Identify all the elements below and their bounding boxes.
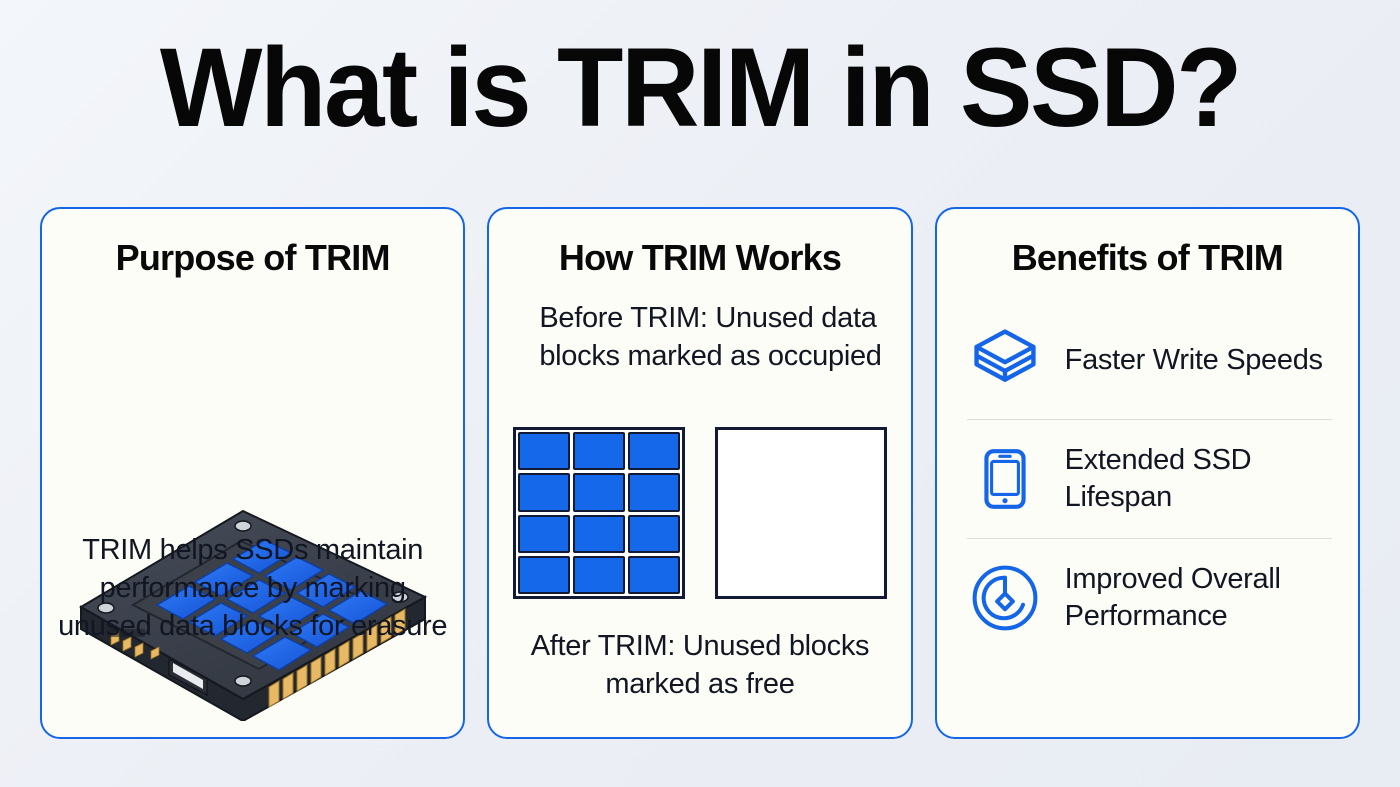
- block-cell: [627, 555, 680, 594]
- block-cell: [572, 473, 625, 512]
- benefit-item-extended-ssd-lifespan: Extended SSD Lifespan: [966, 419, 1332, 538]
- card-how-trim-works: How TRIM Works Before TRIM: Unused data …: [487, 207, 913, 739]
- ssd-drive-illustration: [73, 481, 433, 723]
- card-purpose-of-trim: Purpose of TRIM: [40, 207, 466, 739]
- benefit-item-faster-write-speeds: Faster Write Speeds: [967, 301, 1332, 419]
- block-cell: [627, 432, 680, 471]
- after-trim-label: After TRIM: Unused blocks marked as free: [530, 630, 870, 700]
- card-title-purpose: Purpose of TRIM: [115, 237, 391, 278]
- page-title: What is TRIM in SSD?: [159, 25, 1243, 150]
- block-cell: [627, 473, 680, 512]
- layers-stack-icon: [967, 322, 1043, 398]
- before-trim-label: Before TRIM: Unused data blocks marked a…: [539, 302, 882, 372]
- benefits-list: Faster Write Speeds Extended SSD Lifespa…: [966, 301, 1332, 657]
- card-caption-purpose: TRIM helps SSDs maintain performance by …: [58, 534, 448, 642]
- card-title-benefits: Benefits of TRIM: [1011, 237, 1284, 278]
- block-cell: [517, 555, 570, 594]
- block-cell: [572, 432, 625, 471]
- card-benefits-of-trim: Benefits of TRIM Faster Write Speeds: [934, 207, 1360, 739]
- benefit-label: Extended SSD Lifespan: [1064, 444, 1252, 513]
- card-title-how-it-works: How TRIM Works: [558, 237, 842, 278]
- free-blocks-box: [714, 427, 887, 599]
- block-cell: [517, 432, 570, 471]
- benefit-label: Faster Write Speeds: [1064, 343, 1323, 376]
- block-cell: [627, 514, 680, 553]
- ssd-drive-icon: [78, 509, 427, 723]
- trim-block-diagram: [489, 427, 910, 599]
- block-cell: [572, 555, 625, 594]
- benefit-item-improved-overall-performance: Improved Overall Performance: [966, 538, 1332, 657]
- gauge-performance-icon: [967, 560, 1043, 636]
- occupied-blocks-grid: [512, 427, 685, 599]
- benefit-label: Improved Overall Performance: [1064, 563, 1281, 632]
- tablet-device-icon: [967, 441, 1043, 517]
- cards-row: Purpose of TRIM: [40, 207, 1360, 739]
- block-cell: [572, 514, 625, 553]
- block-cell: [517, 514, 570, 553]
- block-cell: [517, 473, 570, 512]
